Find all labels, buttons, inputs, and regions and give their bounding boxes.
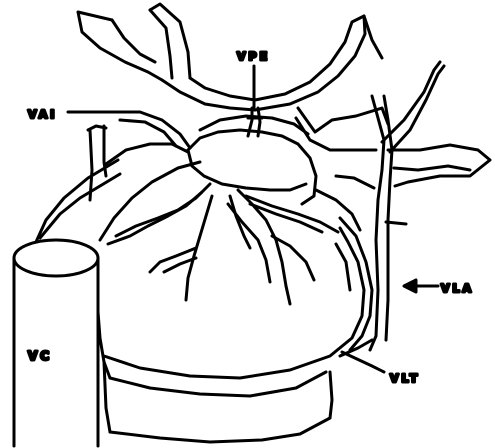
- heart-outline: [36, 160, 372, 442]
- label-vai: VAI: [28, 108, 57, 121]
- vai-vein: [106, 112, 190, 164]
- surface-veins: [108, 184, 360, 304]
- vla-vein: [336, 62, 444, 350]
- label-vla: VLA: [441, 282, 474, 295]
- upper-vessel-stub: [40, 126, 120, 238]
- label-vc: VC: [28, 349, 52, 363]
- central-vein-ring: [188, 116, 316, 204]
- vena-cava-cylinder: [14, 240, 98, 446]
- label-vpe: VPE: [237, 50, 270, 63]
- label-vlt: VLT: [390, 372, 420, 385]
